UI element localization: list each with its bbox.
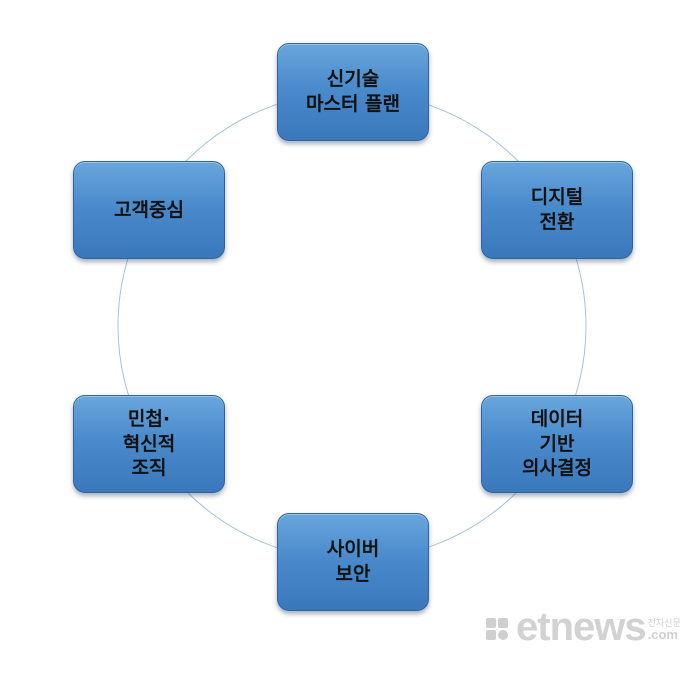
- node-label-line: 마스터 플랜: [305, 93, 400, 115]
- watermark-domain-text: .com: [647, 627, 678, 643]
- node-label-line: 고객중심: [114, 198, 184, 221]
- node-label-line: 혁신적: [122, 432, 176, 455]
- node-label-line: 사이버: [326, 538, 380, 561]
- watermark-korean-text: 전자신문: [647, 617, 681, 628]
- node-label-line: 조직: [131, 457, 167, 480]
- node-data-driven-decision: 데이터 기반 의사결정: [481, 395, 633, 493]
- etnews-logo-icon: [486, 618, 512, 644]
- node-cyber-security: 사이버 보안: [277, 513, 429, 611]
- node-label-line: 신기술: [326, 68, 380, 91]
- node-label-line: 보안: [335, 563, 371, 585]
- node-label-line: 기반: [539, 432, 575, 455]
- node-label-line: 디지털: [530, 186, 584, 209]
- node-agile-innovative-org: 민첩· 혁신적 조직: [73, 395, 225, 493]
- watermark-main-text: etnews: [516, 605, 647, 649]
- node-label-line: 민첩·: [127, 407, 171, 430]
- node-label-line: 의사결정: [522, 457, 592, 480]
- node-new-tech-master-plan: 신기술 마스터 플랜: [277, 43, 429, 141]
- node-digital-transformation: 디지털 전환: [481, 161, 633, 259]
- watermark-side: 전자신문 .com: [647, 617, 681, 643]
- node-customer-centric: 고객중심: [73, 161, 225, 259]
- etnews-watermark: etnews 전자신문 .com: [486, 605, 681, 649]
- node-label-line: 전환: [539, 211, 575, 233]
- node-label-line: 데이터: [530, 407, 584, 430]
